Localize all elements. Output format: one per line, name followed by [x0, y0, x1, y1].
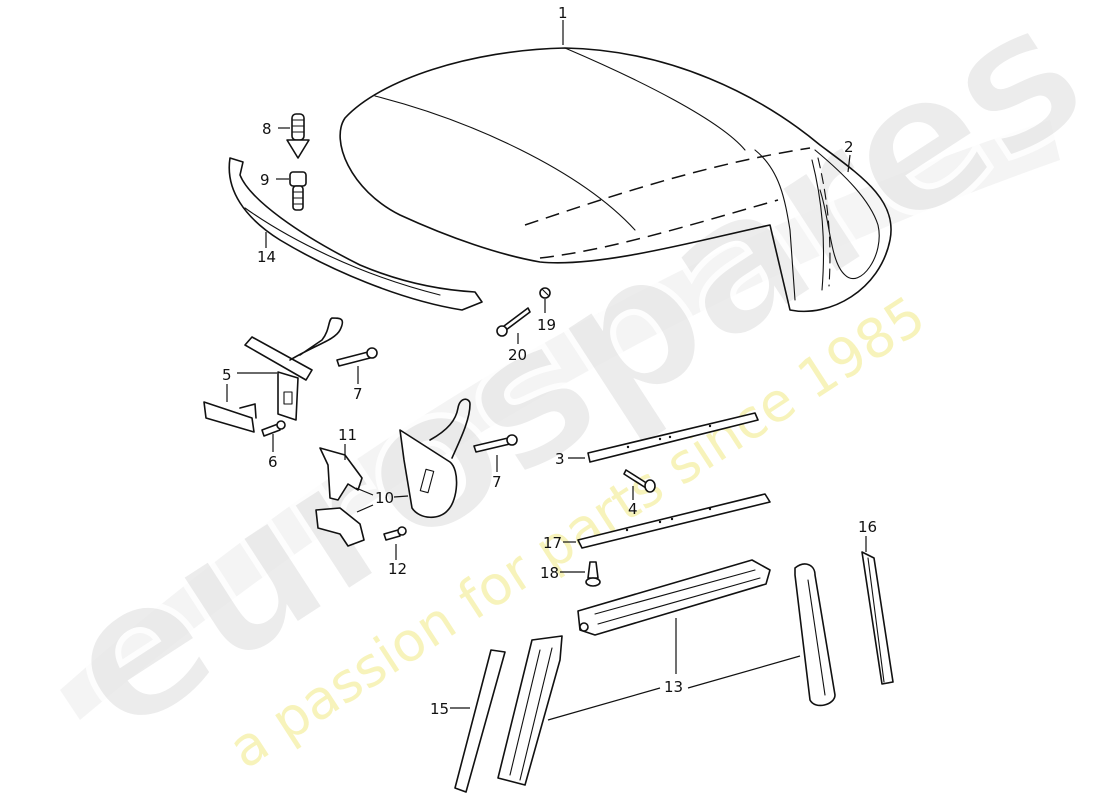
seal-strip-part-13a[interactable] [577, 559, 771, 636]
screw-part-20[interactable] [496, 307, 531, 337]
screw-part-4[interactable] [623, 469, 656, 493]
seal-strip-part-13c[interactable] [794, 563, 836, 707]
front-bow-seal[interactable] [228, 157, 483, 311]
callout-7b[interactable]: 7 [492, 473, 502, 491]
seal-strip-part-13b[interactable] [497, 635, 563, 786]
screw-part-18[interactable] [585, 561, 601, 587]
callout-4[interactable]: 4 [628, 500, 638, 518]
callout-8[interactable]: 8 [262, 120, 272, 138]
callout-7a[interactable]: 7 [353, 385, 363, 403]
screw-part-7a[interactable] [336, 347, 378, 367]
callout-19[interactable]: 19 [537, 316, 556, 334]
callout-15[interactable]: 15 [430, 700, 449, 718]
callout-17[interactable]: 17 [543, 534, 562, 552]
rail-part-16[interactable] [861, 551, 894, 685]
clip-part-19[interactable] [539, 287, 551, 299]
callout-6[interactable]: 6 [268, 453, 278, 471]
callout-14[interactable]: 14 [257, 248, 276, 266]
callout-3[interactable]: 3 [555, 450, 565, 468]
callout-13[interactable]: 13 [664, 678, 683, 696]
bracket-part-11[interactable] [319, 447, 363, 501]
bracket-part-10b[interactable] [399, 398, 471, 519]
callout-labels: 1 2 3 4 5 6 7 7 8 9 10 11 12 13 14 15 16… [222, 4, 877, 718]
callout-20[interactable]: 20 [508, 346, 527, 364]
latch-part-5[interactable] [203, 317, 344, 433]
callout-12[interactable]: 12 [388, 560, 407, 578]
callout-2[interactable]: 2 [844, 138, 854, 156]
callout-1[interactable]: 1 [558, 4, 568, 22]
stud-part-8[interactable] [286, 113, 310, 159]
callout-5[interactable]: 5 [222, 366, 232, 384]
callout-18[interactable]: 18 [540, 564, 559, 582]
trim-strip-part-3[interactable] [587, 412, 759, 463]
rail-part-15[interactable] [454, 649, 506, 793]
screw-part-6[interactable] [261, 420, 286, 437]
callout-9[interactable]: 9 [260, 171, 270, 189]
screw-part-12[interactable] [383, 526, 407, 541]
bracket-part-10a[interactable] [315, 507, 365, 547]
callout-16[interactable]: 16 [858, 518, 877, 536]
bolt-part-9[interactable] [289, 171, 307, 211]
callout-10[interactable]: 10 [375, 489, 394, 507]
soft-top-cover[interactable] [339, 47, 892, 313]
retaining-strip-part-17[interactable] [577, 493, 771, 549]
callout-11[interactable]: 11 [338, 426, 357, 444]
leader-lines [226, 20, 867, 721]
screw-part-7b[interactable] [473, 434, 518, 453]
